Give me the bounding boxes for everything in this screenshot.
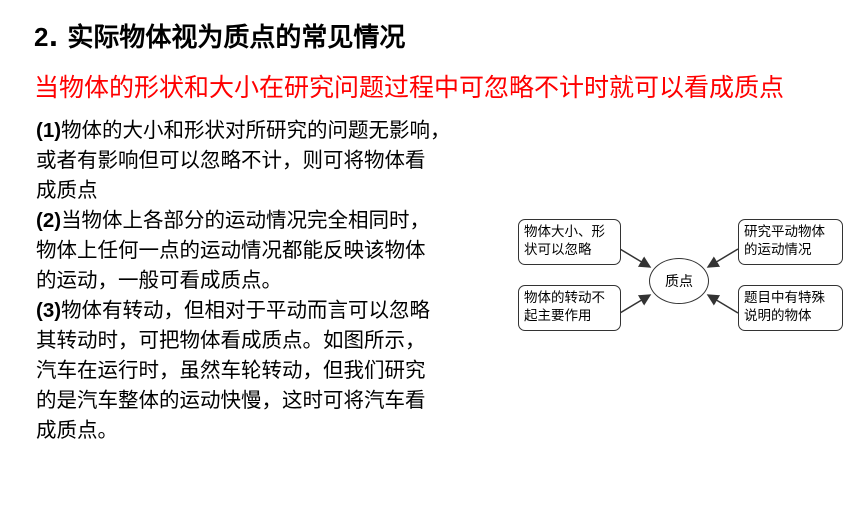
section-title: 实际物体视为质点的常见情况 <box>67 23 406 53</box>
paragraph-1-line-2: 或者有影响但可以忽略不计，则可将物体看 <box>36 148 426 172</box>
paragraph-3-line-4: 的是汽车整体的运动快慢，这时可将汽车看 <box>36 388 426 412</box>
box-rotation-minor: 物体的转动不 起主要作用 <box>518 285 621 331</box>
paragraph-1-marker: (1) <box>36 119 62 142</box>
paragraph-3-line-3: 汽车在运行时，虽然车轮转动，但我们研究 <box>36 358 426 382</box>
arrow-top-right <box>706 248 739 268</box>
section-separator: . <box>48 23 59 53</box>
paragraph-2-line-1: (2)当物体上各部分的运动情况完全相同时， <box>36 208 431 232</box>
paragraph-3-marker: (3) <box>36 299 62 322</box>
arrow-bottom-right <box>706 294 739 314</box>
section-heading: 2. 实际物体视为质点的常见情况 <box>34 18 405 57</box>
paragraph-1-line-1: (1)物体的大小和形状对所研究的问题无影响， <box>36 118 451 142</box>
paragraph-2-marker: (2) <box>36 209 62 232</box>
paragraph-2-line-3: 的运动，一般可看成质点。 <box>36 268 282 292</box>
paragraph-1-line-3: 成质点 <box>36 178 98 202</box>
box-translation-motion: 研究平动物体 的运动情况 <box>738 219 843 265</box>
center-node-particle: 质点 <box>649 258 709 304</box>
section-number: 2 <box>34 22 49 52</box>
explanation-text: (1)物体的大小和形状对所研究的问题无影响， 或者有影响但可以忽略不计，则可将物… <box>36 115 531 445</box>
box-size-negligible: 物体大小、形 状可以忽略 <box>518 219 621 265</box>
highlight-statement: 当物体的形状和大小在研究问题过程中可忽略不计时就可以看成质点 <box>34 73 785 102</box>
particle-concept-diagram: 物体大小、形 状可以忽略 物体的转动不 起主要作用 质点 研究平动物体 的运动情… <box>510 205 860 335</box>
paragraph-3-line-5: 成质点。 <box>36 418 118 442</box>
box-special-statement: 题目中有特殊 说明的物体 <box>738 285 843 331</box>
arrow-bottom-left <box>619 294 652 314</box>
paragraph-2-line-2: 物体上任何一点的运动情况都能反映该物体 <box>36 238 426 262</box>
paragraph-3-line-1: (3)物体有转动，但相对于平动而言可以忽略 <box>36 298 431 322</box>
paragraph-3-line-2: 其转动时，可把物体看成质点。如图所示， <box>36 328 426 352</box>
arrow-top-left <box>619 248 652 268</box>
diagram-arrows <box>619 248 739 314</box>
